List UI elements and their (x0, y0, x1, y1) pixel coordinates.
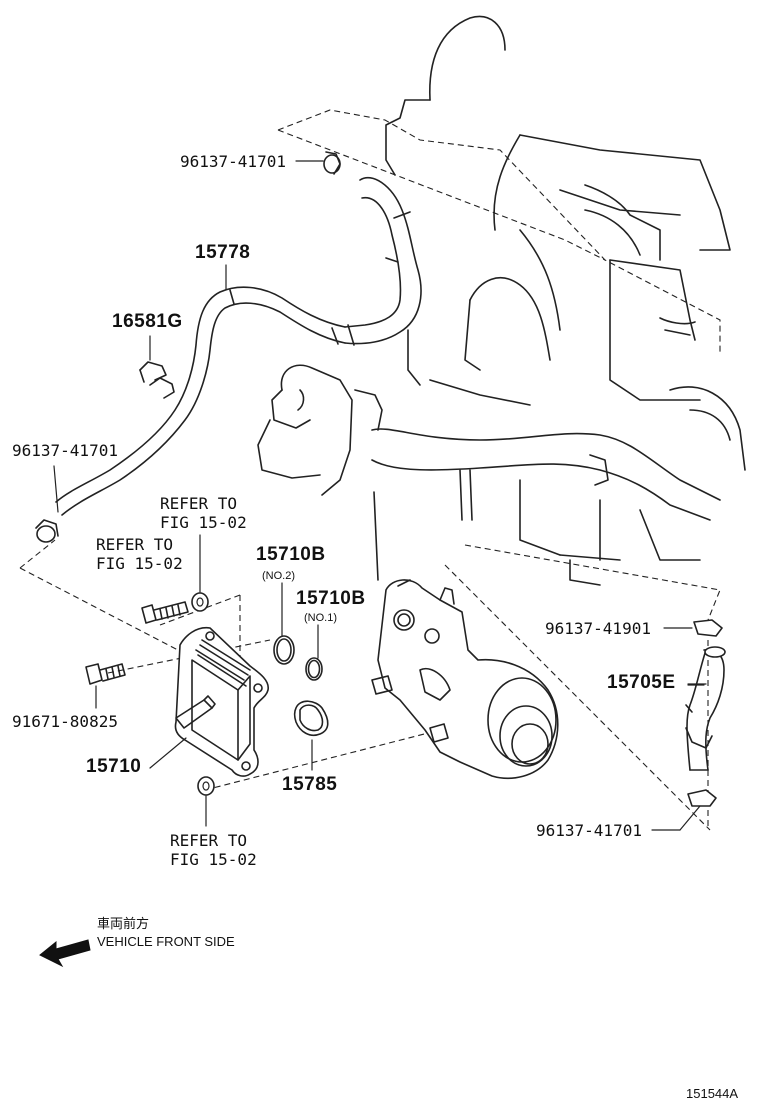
engine-block (257, 15, 746, 586)
oring-no2 (273, 582, 295, 665)
label-front-en: VEHICLE FRONT SIDE (97, 934, 235, 949)
label-refer-upper: REFER TO FIG 15-02 (160, 494, 247, 532)
clamp-right-lower (651, 789, 717, 831)
label-clamp-right-lower: 96137-41701 (536, 821, 642, 840)
arrow-left-icon (39, 939, 91, 968)
label-front-jp: 車両前方 (97, 916, 150, 931)
clamp-left (35, 465, 59, 543)
label-cooler-15710: 15710 (86, 756, 142, 777)
leader-lines (225, 264, 707, 685)
dashed-guides (19, 109, 721, 831)
label-clamp-left: 96137-41701 (12, 441, 118, 460)
bolt-upper (141, 601, 189, 624)
outlet-housing (371, 579, 559, 780)
label-refer-mid: REFER TO FIG 15-02 (96, 535, 183, 573)
label-hose-15778: 15778 (195, 242, 251, 263)
label-clamp-top: 96137-41701 (180, 152, 286, 171)
clamp-top (295, 151, 341, 175)
clip-16581g (139, 335, 175, 399)
label-oring-no2-sub: (NO.2) (262, 570, 295, 582)
label-bolt-91671: 91671-80825 (12, 712, 118, 731)
label-refer-lower: REFER TO FIG 15-02 (170, 831, 257, 869)
washer-lower (197, 776, 215, 827)
label-oring-no1: 15710B (296, 588, 366, 609)
oil-cooler-15710 (149, 626, 269, 777)
clamp-right-upper (663, 619, 723, 637)
label-clamp-right-upper: 96137-41901 (545, 619, 651, 638)
label-gasket-15785: 15785 (282, 774, 338, 795)
hose-15778 (55, 176, 422, 516)
bolt-91671 (85, 663, 126, 709)
hose-15705e (685, 646, 726, 771)
washer-upper (191, 534, 209, 612)
gasket-15785 (293, 700, 329, 771)
label-figure-number: 151544A (686, 1086, 739, 1101)
label-hose-15705e: 15705E (607, 672, 676, 693)
label-oring-no1-sub: (NO.1) (304, 612, 337, 624)
oring-no1 (305, 624, 323, 681)
label-clip-16581g: 16581G (112, 311, 183, 332)
label-oring-no2: 15710B (256, 544, 326, 565)
